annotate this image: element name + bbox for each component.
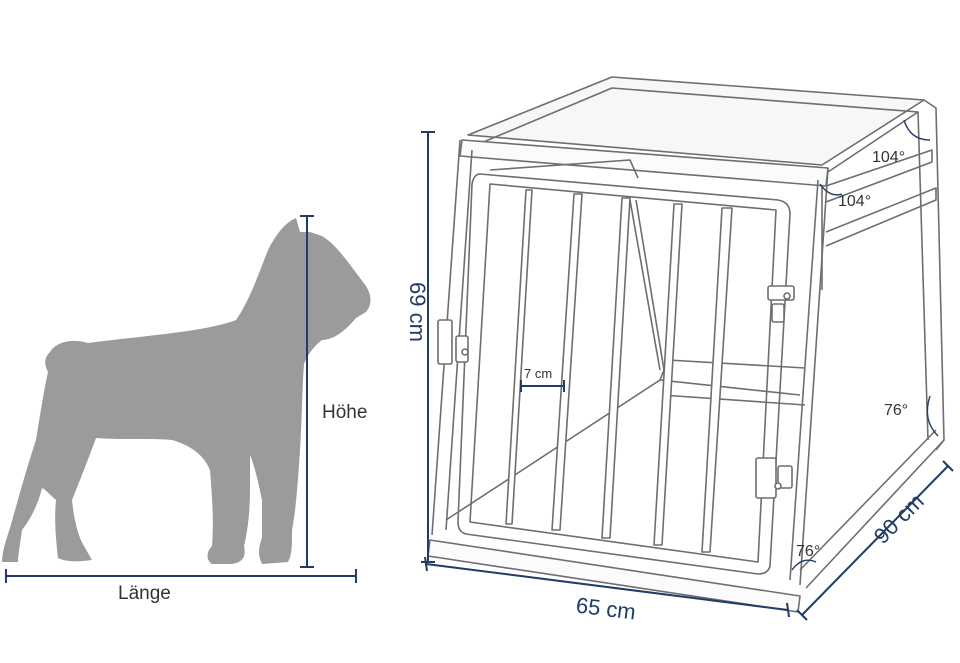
angle-top-front-label: 104° xyxy=(838,193,871,210)
crate-drawing xyxy=(427,76,945,613)
angle-arcs xyxy=(791,119,939,571)
dog-height-measure xyxy=(300,215,314,568)
bar-spacing-measure xyxy=(520,380,565,392)
crate-width-measure xyxy=(424,556,790,618)
bar-spacing-label: 7 cm xyxy=(524,366,552,381)
angle-top-rear-label: 104° xyxy=(872,149,905,166)
crate-depth-measure xyxy=(796,460,954,621)
door-hinges xyxy=(437,285,795,499)
angle-rear-bottom-label: 76° xyxy=(884,402,908,419)
dog-silhouette xyxy=(2,218,371,564)
crate-height-measure xyxy=(421,131,435,563)
angle-front-bottom-label: 76° xyxy=(796,543,820,560)
dog-length-measure xyxy=(5,569,357,583)
crate-door xyxy=(457,173,791,575)
door-bars xyxy=(505,189,733,553)
crate-depth-label: 90 cm xyxy=(869,489,929,549)
crate-width-label: 65 cm xyxy=(575,592,638,624)
crate-height-label: 69 cm xyxy=(405,282,430,342)
dog-length-label: Länge xyxy=(118,583,171,604)
dog-height-label: Höhe xyxy=(322,402,367,423)
